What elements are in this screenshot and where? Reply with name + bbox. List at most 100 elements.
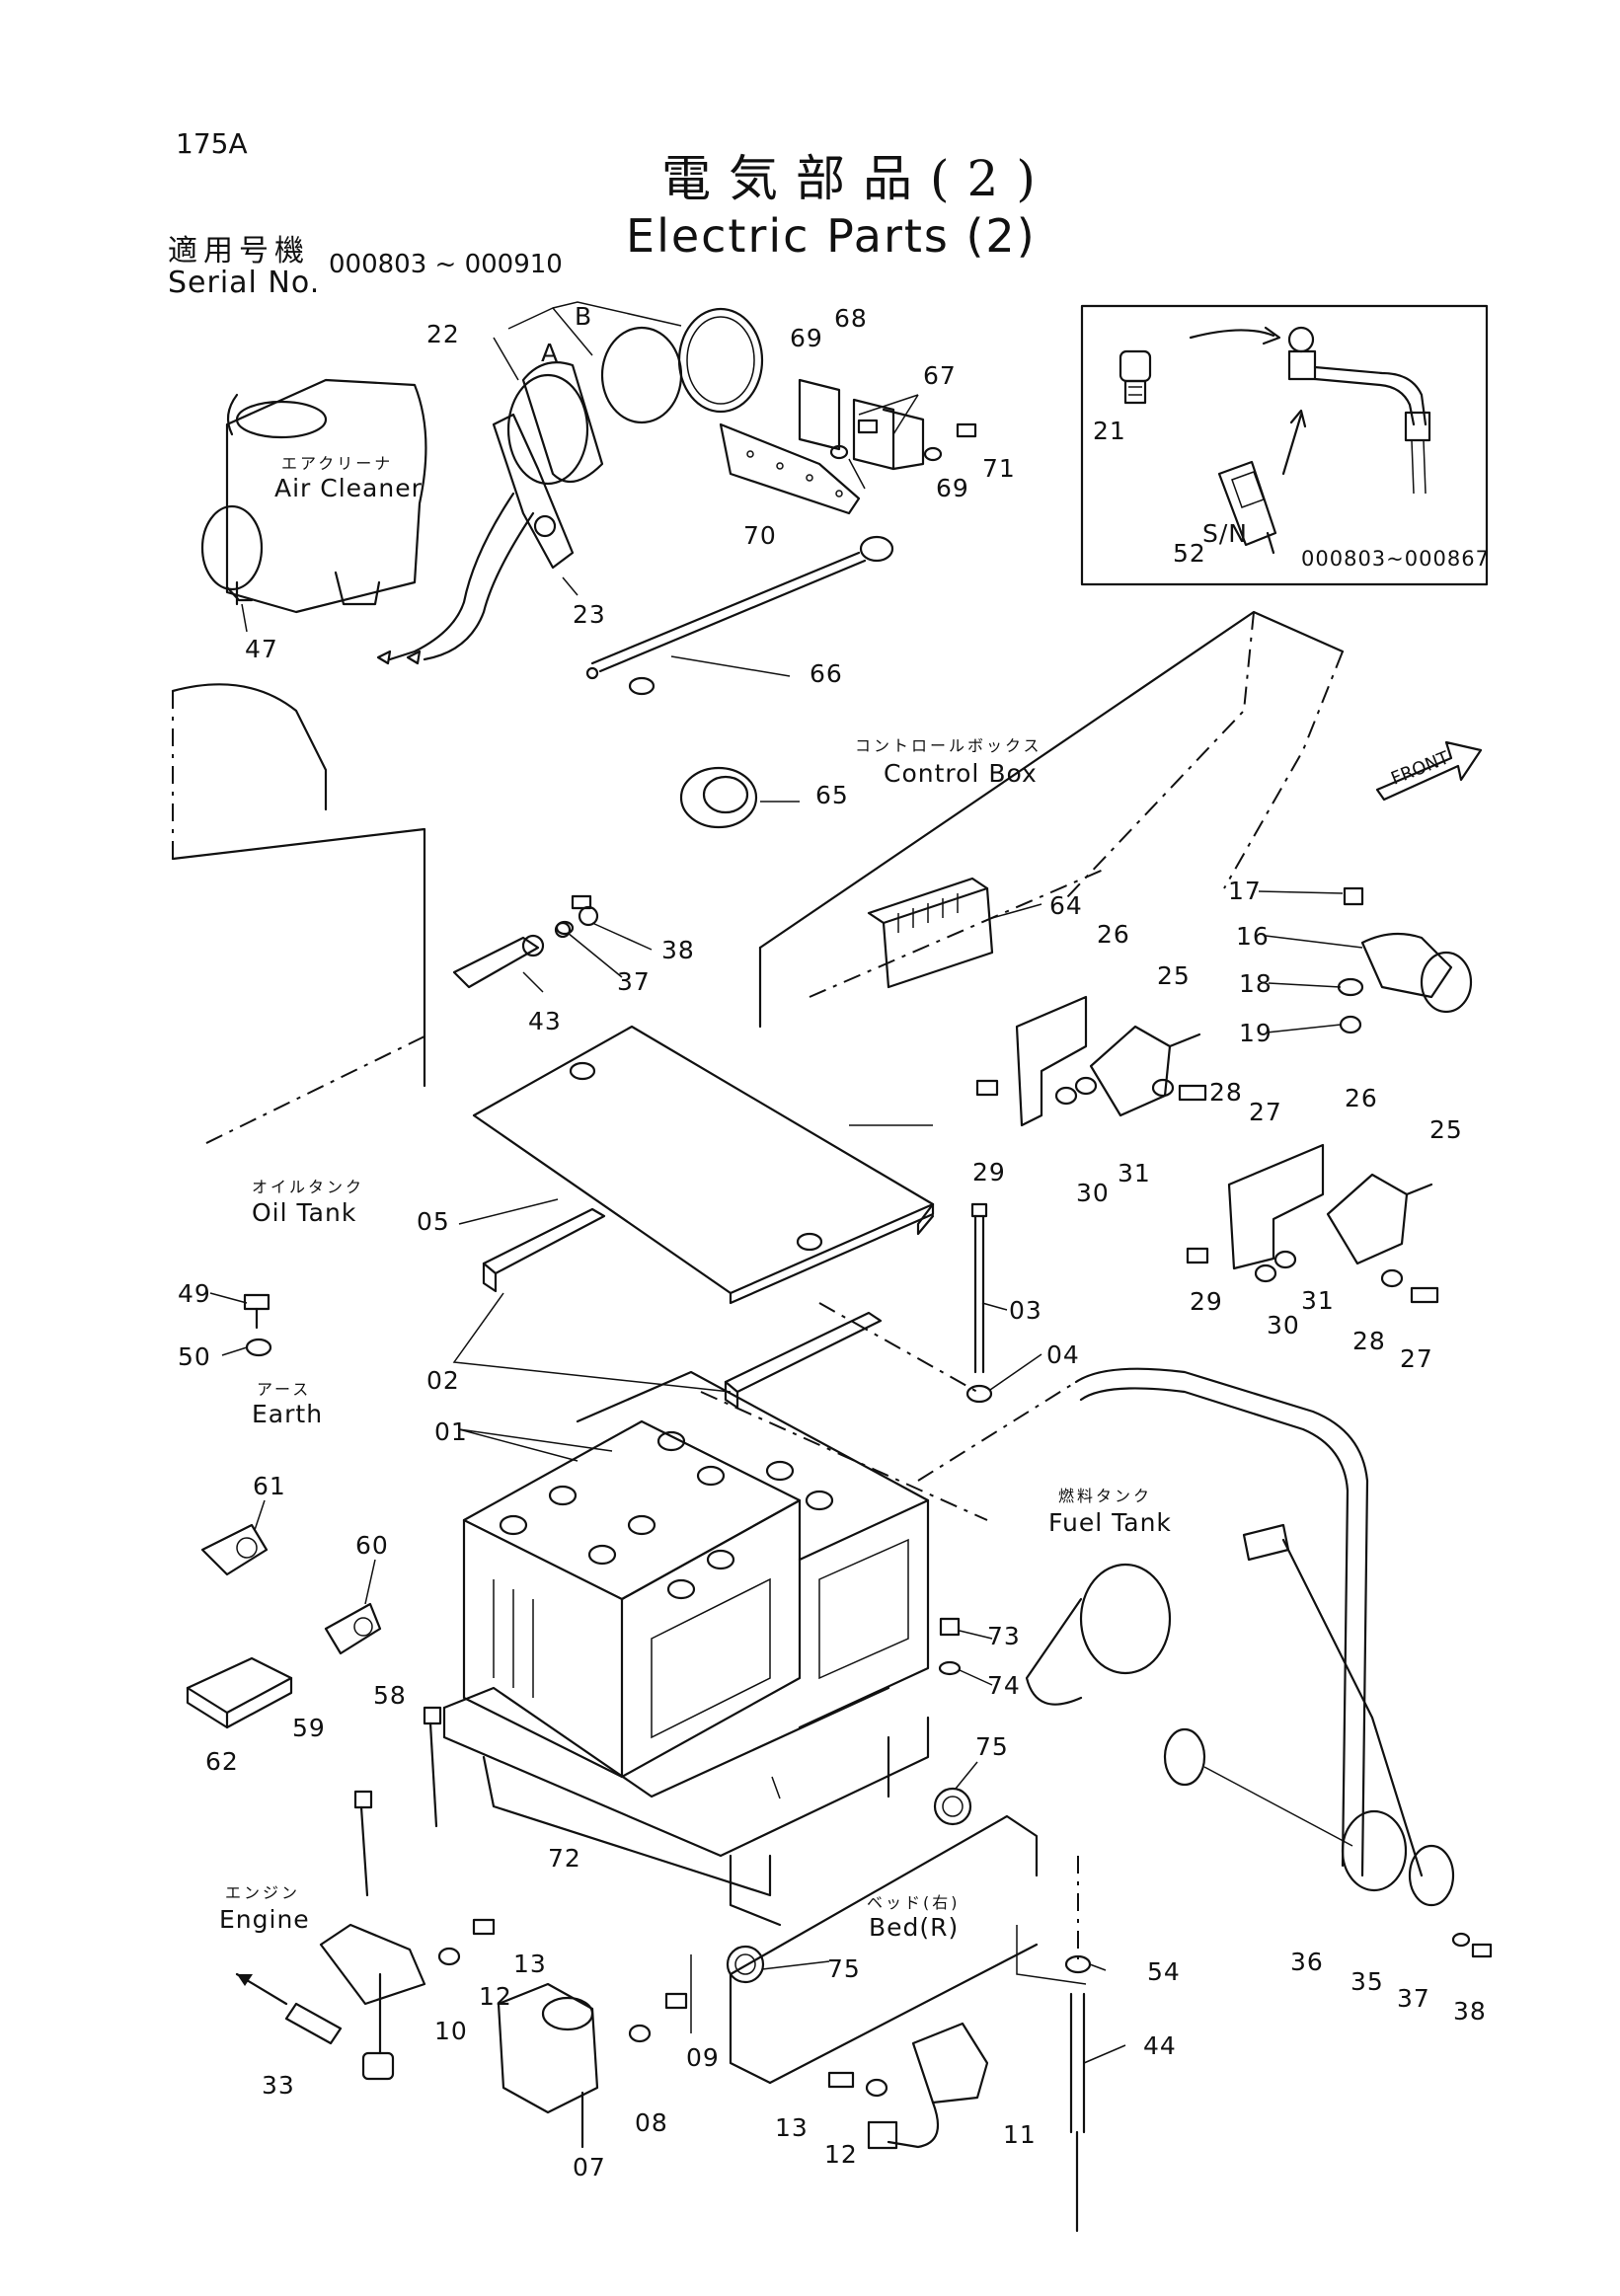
callout-38-upper: 38 <box>661 936 695 964</box>
callout-30-lower: 30 <box>1267 1311 1300 1339</box>
callout-43: 43 <box>528 1007 562 1035</box>
callout-12-right: 12 <box>824 2140 858 2169</box>
relays-67 <box>798 378 925 471</box>
callout-71: 71 <box>982 454 1016 483</box>
earth-label-jp: アース <box>257 1380 312 1399</box>
serial-inset-box <box>1080 304 1489 586</box>
rod-03 <box>965 1202 993 1404</box>
battery-rails-02 <box>482 1207 883 1410</box>
clamp-60 <box>324 1602 382 1655</box>
callout-35: 35 <box>1350 1967 1384 1996</box>
oil-tank-outline <box>171 683 426 1146</box>
callout-44: 44 <box>1143 2031 1177 2060</box>
callout-A: A <box>541 339 560 367</box>
callout-22: 22 <box>426 320 460 348</box>
centerline <box>700 1391 988 1521</box>
leader-lines <box>209 337 1363 2064</box>
oil-tank-label-en: Oil Tank <box>252 1198 357 1227</box>
callout-13-left: 13 <box>513 1950 547 1978</box>
callout-60: 60 <box>355 1531 389 1560</box>
fuel-tank-outline <box>917 1367 1369 1985</box>
callout-31-upper: 31 <box>1118 1159 1151 1187</box>
relay-07 <box>497 1982 599 2149</box>
callout-05: 05 <box>417 1207 450 1236</box>
callout-59: 59 <box>292 1714 326 1742</box>
callout-21: 21 <box>1093 417 1126 445</box>
page-title-en: Electric Parts (2) <box>626 209 1037 263</box>
callout-25-lower: 25 <box>1429 1115 1463 1144</box>
callout-73: 73 <box>987 1622 1021 1650</box>
air-cleaner-label-jp: エアクリーナ <box>281 454 394 473</box>
callout-29-lower: 29 <box>1190 1287 1223 1316</box>
callout-69-lower: 69 <box>936 474 969 502</box>
inset-switch-21 <box>1119 349 1152 405</box>
tie-59 <box>353 1790 373 1897</box>
switch-25-upper <box>1089 1025 1201 1117</box>
bracket-26-lower <box>1227 1143 1325 1270</box>
callout-30-upper: 30 <box>1076 1179 1110 1207</box>
inset-serial-range: 000803~000867 <box>1301 547 1490 571</box>
bracket-26-upper <box>1015 995 1088 1127</box>
clamp-61 <box>200 1523 269 1576</box>
horn-22 <box>376 361 604 665</box>
callout-B: B <box>575 302 593 331</box>
callout-16: 16 <box>1236 922 1270 951</box>
control-box-outline <box>758 610 1345 1029</box>
fuel-tank-label-jp: 燃料タンク <box>1058 1487 1153 1505</box>
callout-04: 04 <box>1046 1340 1080 1369</box>
callout-28-upper: 28 <box>1209 1078 1243 1107</box>
callout-03: 03 <box>1009 1296 1042 1325</box>
battery-tray-72 <box>442 1686 930 1927</box>
air-cleaner-outline <box>200 378 427 614</box>
fuel-tank-label-en: Fuel Tank <box>1048 1508 1172 1537</box>
callout-27-upper: 27 <box>1249 1098 1282 1126</box>
control-box-label-en: Control Box <box>884 759 1038 788</box>
tie-58 <box>423 1706 442 1828</box>
callout-50: 50 <box>178 1342 211 1371</box>
callout-75-lower: 75 <box>827 1954 861 1983</box>
control-box-label-jp: コントロールボックス <box>855 736 1042 755</box>
callout-37-upper: 37 <box>617 967 651 996</box>
callout-67: 67 <box>923 361 957 390</box>
callout-72: 72 <box>548 1844 581 1873</box>
bed-label-jp: ベッド(右) <box>867 1893 961 1912</box>
inset-serial-label: S/N <box>1202 519 1248 548</box>
cable-66 <box>585 535 894 696</box>
callout-70: 70 <box>743 521 777 550</box>
switch-25-lower <box>1326 1173 1433 1265</box>
callout-10: 10 <box>434 2017 468 2045</box>
callout-68: 68 <box>834 304 868 333</box>
callout-29-upper: 29 <box>972 1158 1006 1186</box>
callout-09: 09 <box>686 2043 720 2072</box>
page-number: 175A <box>176 127 248 160</box>
callout-07: 07 <box>573 2153 606 2181</box>
oil-tank-label-jp: オイルタンク <box>252 1178 365 1196</box>
air-cleaner-label-en: Air Cleaner <box>274 474 423 502</box>
callout-69-upper: 69 <box>790 324 823 352</box>
engine-direction-arrow-icon <box>235 1972 288 2006</box>
sensor-44 <box>1064 1954 1092 2233</box>
engine-label-jp: エンジン <box>225 1883 301 1902</box>
callout-31-lower: 31 <box>1301 1286 1335 1315</box>
callout-13-right: 13 <box>775 2113 809 2142</box>
callout-64: 64 <box>1049 891 1083 920</box>
leader-02 <box>452 1292 732 1393</box>
inset-harness <box>1189 326 1431 495</box>
callout-38-lower: 38 <box>1453 1997 1487 2026</box>
bed-label-en: Bed(R) <box>869 1913 960 1942</box>
callout-61: 61 <box>253 1472 286 1500</box>
battery-cover-05 <box>472 1025 935 1305</box>
fuse-box-64 <box>867 877 994 989</box>
callout-74: 74 <box>987 1671 1021 1700</box>
bed-r-outline <box>690 1814 1039 2085</box>
callout-37-lower: 37 <box>1397 1984 1430 2013</box>
speaker-65 <box>679 766 758 829</box>
front-arrow-icon <box>1375 740 1483 802</box>
callout-52: 52 <box>1173 539 1206 568</box>
callout-18: 18 <box>1239 969 1273 998</box>
callout-17: 17 <box>1228 877 1262 905</box>
callout-47: 47 <box>245 635 278 663</box>
callout-75-upper: 75 <box>975 1732 1009 1761</box>
horn-cover-A <box>600 326 683 424</box>
